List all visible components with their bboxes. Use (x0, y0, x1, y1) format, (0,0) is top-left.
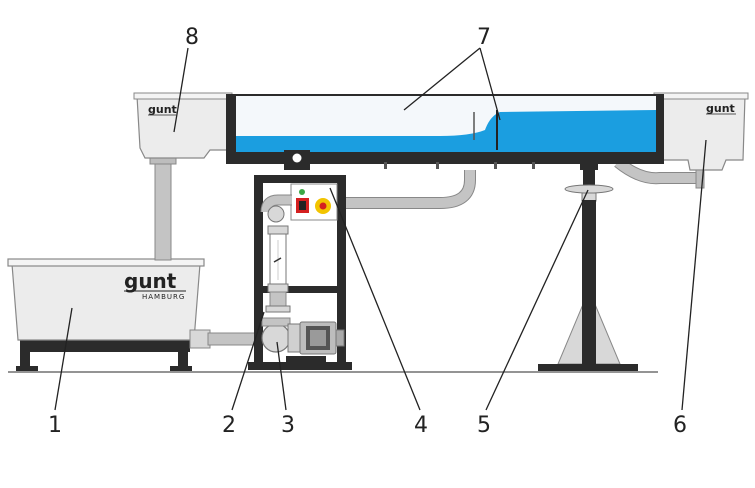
suction-pipe (189, 329, 263, 349)
support-frame (248, 175, 352, 370)
inlet-right-logo: gunt (706, 102, 735, 115)
pump (261, 317, 345, 355)
label-4: 4 (414, 413, 428, 438)
flow-meter (260, 194, 292, 313)
leader-lines (54, 47, 707, 411)
label-7: 7 (477, 25, 491, 50)
label-3: 3 (281, 413, 295, 438)
label-8: 8 (185, 25, 199, 50)
supply-pipe-right (614, 157, 705, 189)
inlet-tank-right: gunt (653, 92, 749, 171)
return-pipe (149, 157, 177, 261)
label-1: 1 (48, 413, 62, 438)
indicator-lamp (299, 189, 305, 195)
pressure-pipe (336, 170, 476, 209)
label-5: 5 (477, 413, 491, 438)
outlet-tank-left: gunt (133, 92, 233, 159)
switch-box (290, 183, 338, 221)
support-stand (538, 168, 638, 371)
label-6: 6 (673, 413, 687, 438)
label-2: 2 (222, 413, 236, 438)
outlet-left-logo: gunt (148, 103, 177, 116)
reservoir-logo-sub: HAMBURG (142, 293, 185, 301)
reservoir-logo: gunt (124, 269, 177, 293)
reservoir-tank: gunt HAMBURG (7, 258, 205, 371)
flume-channel (226, 94, 664, 170)
